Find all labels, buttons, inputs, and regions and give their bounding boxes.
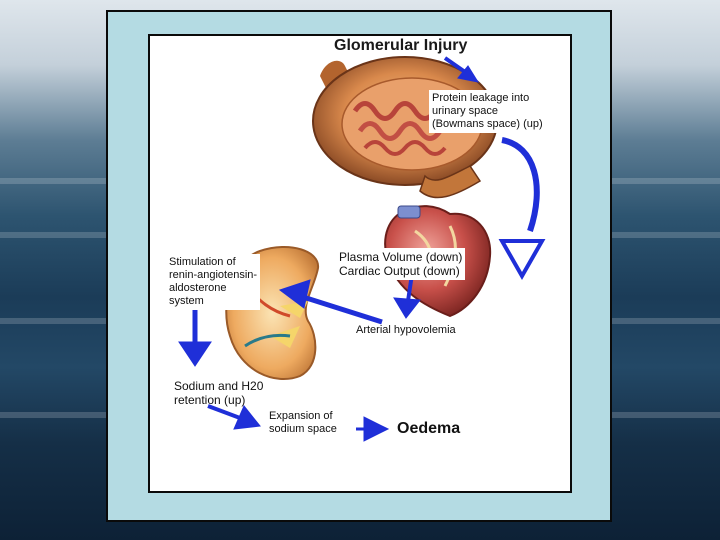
diagram-title: Glomerular Injury xyxy=(334,37,467,55)
step-oedema: Oedema xyxy=(397,420,460,438)
step-expansion: Expansion of sodium space xyxy=(269,410,337,436)
step-protein-leakage: Protein leakage into urinary space (Bowm… xyxy=(429,90,546,133)
arrow-expansion-to-oedema xyxy=(356,417,388,441)
step-arterial-hypovolemia: Arterial hypovolemia xyxy=(356,324,456,337)
step-plasma-volume: Plasma Volume (down) Cardiac Output (dow… xyxy=(336,248,465,280)
arrow-leakage-to-heart xyxy=(502,140,542,276)
step-sodium-retention: Sodium and H20 retention (up) xyxy=(174,379,263,407)
step-raas: Stimulation of renin-angiotensin- aldost… xyxy=(166,254,260,310)
diagram-panel: Glomerular Injury Protein leakage into u… xyxy=(148,34,572,493)
arrow-raas-to-sodium xyxy=(179,308,211,366)
arrow-sodium-to-expansion xyxy=(208,406,260,429)
